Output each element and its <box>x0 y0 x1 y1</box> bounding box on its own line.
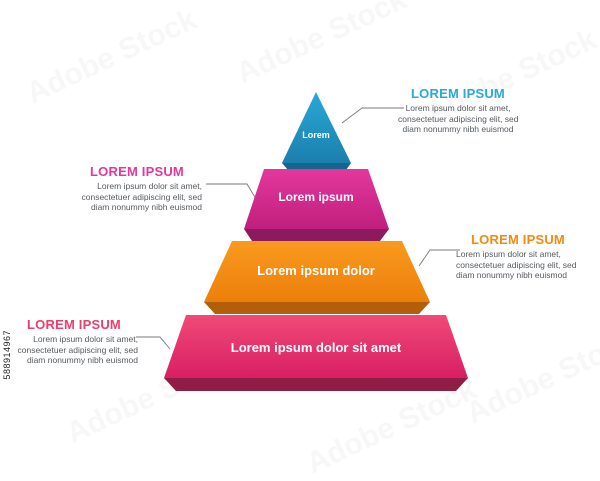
callout-4-line-3: diam nonummy nibh euismod <box>26 355 138 365</box>
callout-2-line-1: Lorem ipsum dolor sit amet, <box>97 181 202 191</box>
tier-4-side <box>164 378 468 391</box>
tier-3-label: Lorem ipsum dolor <box>257 263 375 278</box>
connector-line-1 <box>341 107 404 124</box>
callout-3-line-2: consectetuer adipiscing elit, sed <box>456 259 577 270</box>
stock-id: 588914967 <box>2 330 12 380</box>
callout-3-line-3: diam nonummy nibh euismod <box>456 270 568 280</box>
callout-4-body: Lorem ipsum dolor sit amet, consectetuer… <box>10 334 139 366</box>
connector-line-2 <box>206 183 257 200</box>
tier-3-face <box>204 241 430 302</box>
tier-4-label: Lorem ipsum dolor sit amet <box>231 340 402 355</box>
callout-3-heading: LOREM IPSUM <box>471 232 565 247</box>
tier-4-face <box>164 315 468 378</box>
callout-1-line-3: diam nonummy nibh euismod <box>402 124 514 134</box>
callout-4: LOREM IPSUM Lorem ipsum dolor sit amet, … <box>10 317 139 366</box>
tier-1-side <box>282 163 351 170</box>
callout-1-heading: LOREM IPSUM <box>411 86 505 101</box>
tier-1-face <box>282 92 351 163</box>
tier-1-label: Lorem <box>302 130 330 140</box>
pyramid-tier-2: Lorem ipsum <box>244 169 389 241</box>
callout-2-heading: LOREM IPSUM <box>90 164 184 179</box>
callout-2: LOREM IPSUM Lorem ipsum dolor sit amet, … <box>72 164 203 213</box>
connector-line-4 <box>136 336 171 350</box>
tier-3-side <box>204 302 430 314</box>
callout-4-line-1: Lorem ipsum dolor sit amet, <box>33 334 138 344</box>
callout-1-body: Lorem ipsum dolor sit amet, consectetuer… <box>398 103 519 135</box>
callout-1-line-1: Lorem ipsum dolor sit amet, <box>405 103 511 113</box>
tier-2-side <box>244 229 389 241</box>
callout-1-line-2: consectetuer adipiscing elit, sed <box>398 113 519 124</box>
tier-2-label: Lorem ipsum <box>278 190 353 204</box>
callout-4-line-2: consectetuer adipiscing elit, sed <box>17 344 139 355</box>
callout-2-line-2: consectetuer adipiscing elit, sed <box>81 191 203 202</box>
callout-3-line-1: Lorem ipsum dolor sit amet, <box>456 249 561 259</box>
callout-2-line-3: diam nonummy nibh euismod <box>90 202 202 212</box>
pyramid-tier-3: Lorem ipsum dolor <box>204 241 430 314</box>
callout-2-body: Lorem ipsum dolor sit amet, consectetuer… <box>72 181 203 213</box>
tier-2-face <box>244 169 389 229</box>
callout-3: LOREM IPSUM Lorem ipsum dolor sit amet, … <box>456 232 580 281</box>
callout-3-body: Lorem ipsum dolor sit amet, consectetuer… <box>456 249 580 281</box>
callout-1: LOREM IPSUM Lorem ipsum dolor sit amet, … <box>398 86 519 135</box>
connector-lines <box>136 107 460 350</box>
callout-4-heading: LOREM IPSUM <box>27 317 121 332</box>
pyramid-tier-4: Lorem ipsum dolor sit amet <box>164 315 468 391</box>
connector-line-3 <box>418 249 460 267</box>
pyramid-tier-1: Lorem <box>282 92 351 170</box>
